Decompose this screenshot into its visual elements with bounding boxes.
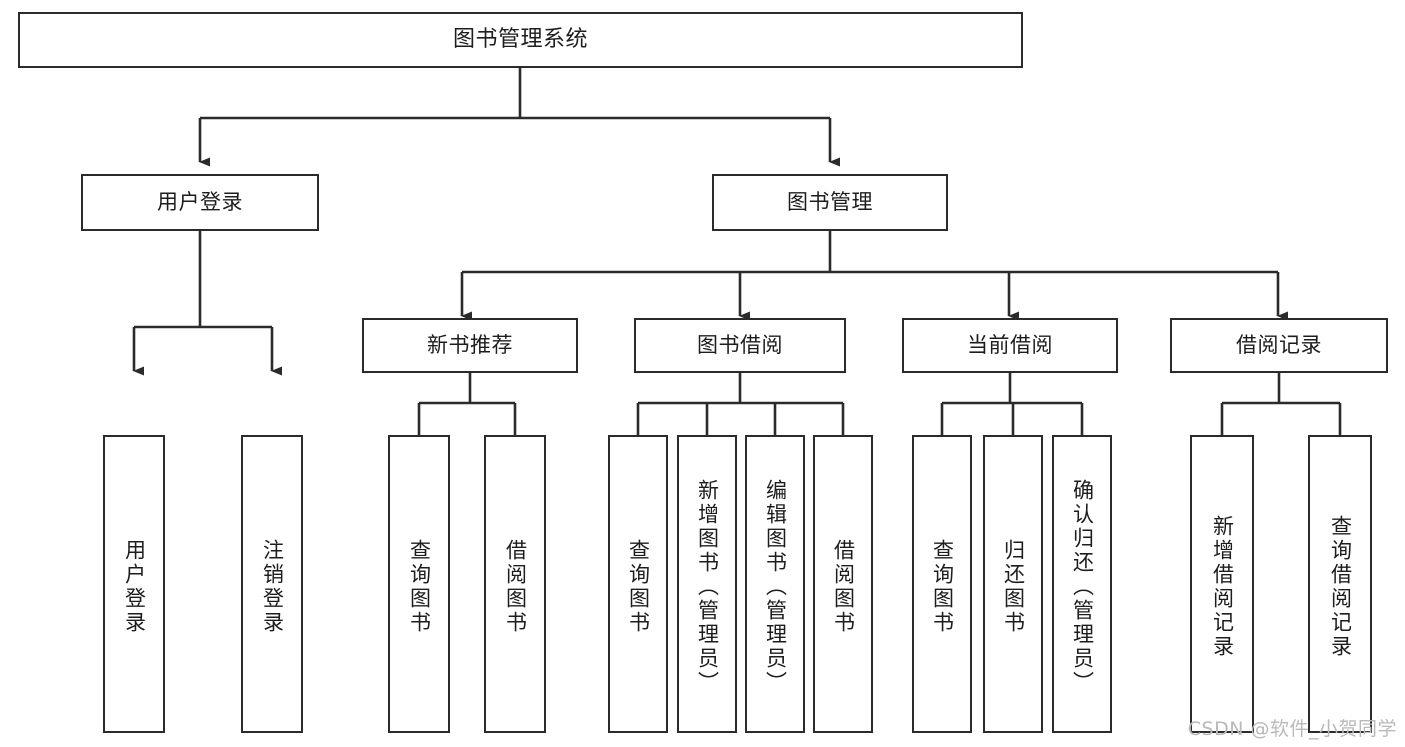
leaf-node-9[interactable]: 归还图书 <box>983 435 1043 733</box>
node-label: 借阅图书 <box>831 539 856 635</box>
node-label: 查询图书 <box>930 539 955 635</box>
node-label: 图书管理系统 <box>452 27 588 53</box>
node-label: 注销登录 <box>260 539 285 635</box>
leaf-node-0[interactable]: 用户登录 <box>103 435 165 733</box>
level2-node-3[interactable]: 借阅记录 <box>1170 318 1388 373</box>
node-label: 新增图书（管理员） <box>695 479 720 695</box>
leaf-node-1[interactable]: 注销登录 <box>241 435 303 733</box>
node-label: 查询图书 <box>407 539 432 635</box>
node-label: 新书推荐 <box>427 333 513 358</box>
node-label: 归还图书 <box>1001 539 1026 635</box>
root-node-book-management-system[interactable]: 图书管理系统 <box>18 12 1023 68</box>
watermark-label: CSDN @软件_小贺同学 <box>1187 718 1397 740</box>
leaf-node-5[interactable]: 新增图书（管理员） <box>677 435 737 733</box>
node-label: 借阅图书 <box>503 539 528 635</box>
node-label: 当前借阅 <box>967 333 1053 358</box>
node-label: 编辑图书（管理员） <box>763 479 788 695</box>
node-label: 确认归还（管理员） <box>1070 479 1095 695</box>
level2-node-0[interactable]: 新书推荐 <box>362 318 578 373</box>
node-label: 查询借阅记录 <box>1328 515 1353 659</box>
node-label: 用户登录 <box>122 539 147 635</box>
node-label: 查询图书 <box>626 539 651 635</box>
leaf-node-12[interactable]: 查询借阅记录 <box>1308 435 1372 733</box>
leaf-node-4[interactable]: 查询图书 <box>608 435 668 733</box>
node-label: 用户登录 <box>157 190 243 215</box>
level2-node-2[interactable]: 当前借阅 <box>902 318 1118 373</box>
leaf-node-10[interactable]: 确认归还（管理员） <box>1052 435 1112 733</box>
leaf-node-11[interactable]: 新增借阅记录 <box>1190 435 1254 733</box>
level1-node-1[interactable]: 图书管理 <box>712 174 948 231</box>
leaf-node-2[interactable]: 查询图书 <box>388 435 450 733</box>
leaf-node-8[interactable]: 查询图书 <box>912 435 972 733</box>
node-label: 图书管理 <box>787 190 873 215</box>
leaf-node-3[interactable]: 借阅图书 <box>484 435 546 733</box>
leaf-node-7[interactable]: 借阅图书 <box>813 435 873 733</box>
node-label: 新增借阅记录 <box>1210 515 1235 659</box>
level2-node-1[interactable]: 图书借阅 <box>634 318 846 373</box>
level1-node-0[interactable]: 用户登录 <box>81 174 319 231</box>
leaf-node-6[interactable]: 编辑图书（管理员） <box>745 435 805 733</box>
node-label: 借阅记录 <box>1236 333 1322 358</box>
node-label: 图书借阅 <box>697 333 783 358</box>
